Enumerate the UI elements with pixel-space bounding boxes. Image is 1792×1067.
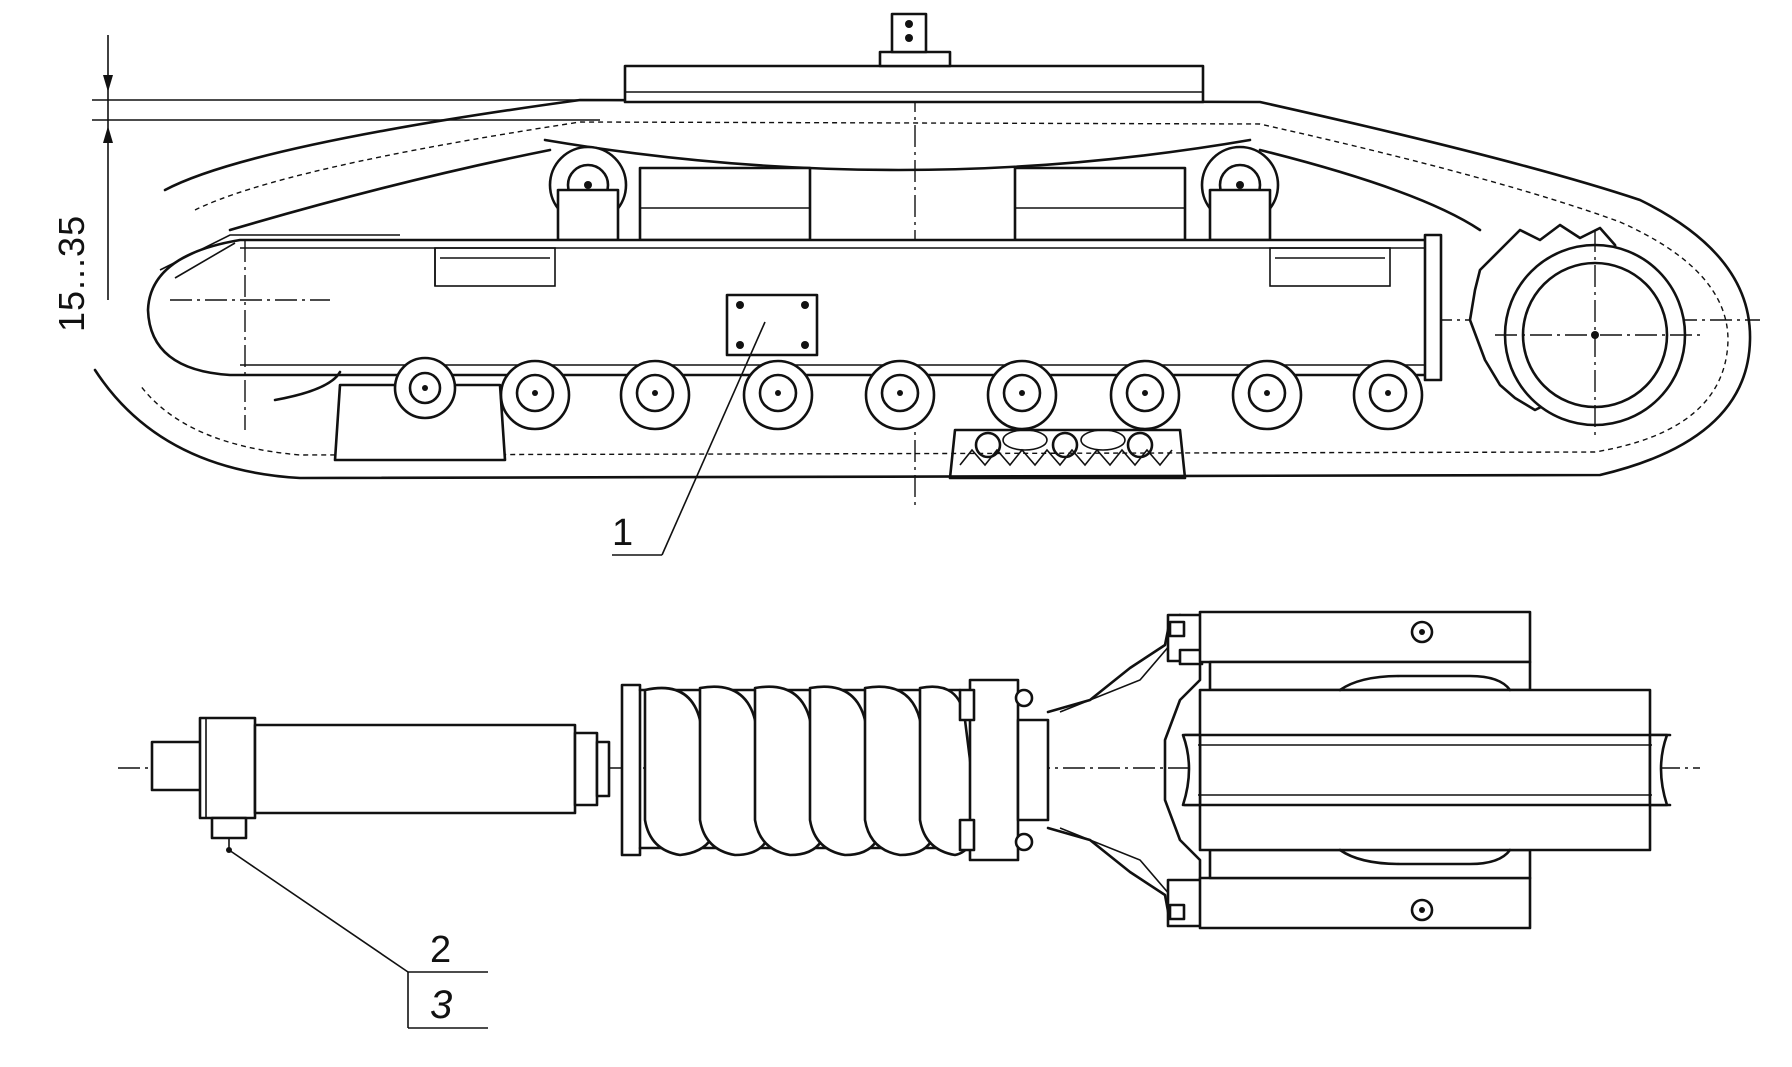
track-side-view: 1 xyxy=(93,12,1760,556)
drive-sprocket xyxy=(1468,223,1700,440)
dimension-label: 15...35 xyxy=(51,215,92,332)
callout-3: 3 xyxy=(430,983,452,1027)
carrier-roller-right xyxy=(1200,145,1280,242)
track-roller xyxy=(1109,359,1181,431)
grease-cylinder xyxy=(150,716,611,820)
tension-spring xyxy=(638,685,978,857)
track-rollers xyxy=(393,356,1424,431)
tension-assembly: 2 3 xyxy=(118,610,1700,1029)
track-roller xyxy=(499,359,571,431)
track-roller xyxy=(619,359,691,431)
cover-plate xyxy=(725,293,819,357)
grease-fitting xyxy=(210,816,248,853)
idler-wheel xyxy=(1181,674,1672,866)
bearing-block-bottom xyxy=(1166,848,1532,930)
frame-bracket-right xyxy=(1269,247,1391,287)
track-roller xyxy=(1352,359,1424,431)
track-roller xyxy=(986,359,1058,431)
dimension-gap: 15...35 xyxy=(51,35,600,332)
carrier-roller-left xyxy=(548,145,628,242)
spring-flange-left xyxy=(620,683,642,857)
upper-frame-plate xyxy=(623,64,1205,104)
callout-1: 1 xyxy=(612,512,633,554)
track-roller xyxy=(393,356,457,420)
track-links xyxy=(948,428,1187,480)
mount-bracket xyxy=(878,50,952,68)
callout-2: 2 xyxy=(430,929,451,971)
spring-flange-right xyxy=(968,678,1020,862)
bearing-block-top xyxy=(1166,610,1532,692)
track-chain-pitch xyxy=(139,121,1729,456)
frame-bracket-left xyxy=(434,247,556,287)
mount-post xyxy=(890,12,928,54)
track-roller xyxy=(864,359,936,431)
track-roller xyxy=(742,359,814,431)
track-chain-outer xyxy=(93,98,1752,480)
track-roller xyxy=(1231,359,1303,431)
